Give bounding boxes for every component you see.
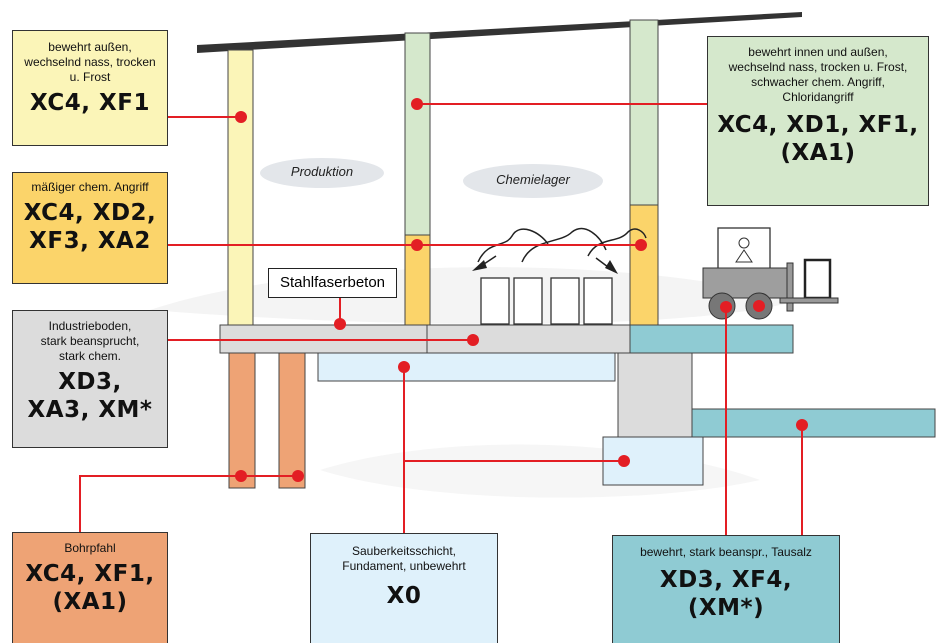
column-left [227, 49, 254, 326]
box-exterior-column: bewehrt außen, wechselnd nass, trocken u… [12, 30, 168, 146]
box-chemical-column-desc: mäßiger chem. Angriff [31, 180, 149, 194]
box-industrial-floor-code: XD3, XA3, XM* [27, 369, 153, 423]
container-4 [583, 277, 613, 325]
box-blinding-foundation-code: X0 [386, 583, 422, 609]
marker-br-wheel [753, 300, 765, 312]
forklift-mast [786, 262, 794, 312]
marker-br-floor [720, 301, 732, 313]
forklift-driver-body [735, 249, 753, 263]
box-industrial-floor-desc: Industrieboden, stark beansprucht, stark… [40, 319, 140, 363]
marker-bm-blinding [398, 361, 410, 373]
box-exterior-column-desc: bewehrt außen, wechselnd nass, trocken u… [24, 40, 156, 84]
marker-ml [467, 334, 479, 346]
box-exterior-slab-desc: bewehrt, stark beanspr., Tausalz [640, 545, 812, 559]
marker-tl2-right [635, 239, 647, 251]
box-chemical-column-code: XC4, XD2, XF3, XA2 [23, 200, 157, 254]
marker-bl-right [292, 470, 304, 482]
label-stahlfaserbeton: Stahlfaserbeton [268, 268, 397, 298]
fume-curve-middle [521, 227, 607, 263]
foundation-wall [617, 352, 693, 438]
forklift-driver-head [738, 237, 750, 249]
blinding-layer [317, 352, 616, 382]
box-exterior-slab-code: XD3, XF4, (XM*) [659, 567, 793, 621]
container-3 [550, 277, 580, 325]
fume-arrowhead-left [472, 260, 487, 271]
marker-tl1 [235, 111, 247, 123]
forklift-body [702, 267, 788, 299]
box-pile-desc: Bohrpfahl [64, 541, 116, 555]
fume-curve-left [477, 228, 549, 263]
forklift-sign [803, 258, 832, 300]
marker-stahl [334, 318, 346, 330]
marker-bl-left [235, 470, 247, 482]
marker-tl2-middle [411, 239, 423, 251]
container-2 [513, 277, 543, 325]
column-middle-lower [404, 234, 431, 326]
column-middle-upper [404, 32, 431, 236]
marker-tr [411, 98, 423, 110]
box-pile: Bohrpfahl XC4, XF1, (XA1) [12, 532, 168, 643]
box-exterior-slab: bewehrt, stark beanspr., Tausalz XD3, XF… [612, 535, 840, 643]
produktion-ellipse [260, 158, 384, 188]
column-right-lower [629, 204, 659, 326]
marker-br-exterior [796, 419, 808, 431]
box-chemical-column: mäßiger chem. Angriff XC4, XD2, XF3, XA2 [12, 172, 168, 284]
box-interior-column-code: XC4, XD1, XF1, (XA1) [717, 112, 919, 166]
label-chemielager: Chemielager [496, 172, 570, 187]
box-interior-column-desc: bewehrt innen und außen, wechselnd nass,… [728, 45, 908, 104]
box-interior-column: bewehrt innen und außen, wechselnd nass,… [707, 36, 929, 206]
container-1 [480, 277, 510, 325]
fume-arrowhead-right [605, 260, 618, 274]
box-exterior-column-code: XC4, XF1 [30, 90, 150, 116]
box-industrial-floor: Industrieboden, stark beansprucht, stark… [12, 310, 168, 448]
pile-left [228, 352, 256, 489]
column-right-upper [629, 19, 659, 206]
connector-bl [79, 475, 298, 532]
pile-right [278, 352, 306, 489]
box-pile-code: XC4, XF1, (XA1) [25, 561, 155, 615]
box-blinding-foundation: Sauberkeitsschicht, Fundament, unbewehrt… [310, 533, 498, 643]
chemielager-ellipse [463, 164, 603, 198]
forklift-cabin [717, 227, 771, 271]
box-blinding-foundation-desc: Sauberkeitsschicht, Fundament, unbewehrt [342, 544, 466, 573]
floor-slab-right-teal [629, 324, 794, 354]
forklift-fork [779, 297, 839, 304]
exterior-slab-teal [691, 408, 936, 438]
label-produktion: Produktion [290, 164, 354, 179]
forklift [702, 227, 839, 320]
marker-bm-footing [618, 455, 630, 467]
